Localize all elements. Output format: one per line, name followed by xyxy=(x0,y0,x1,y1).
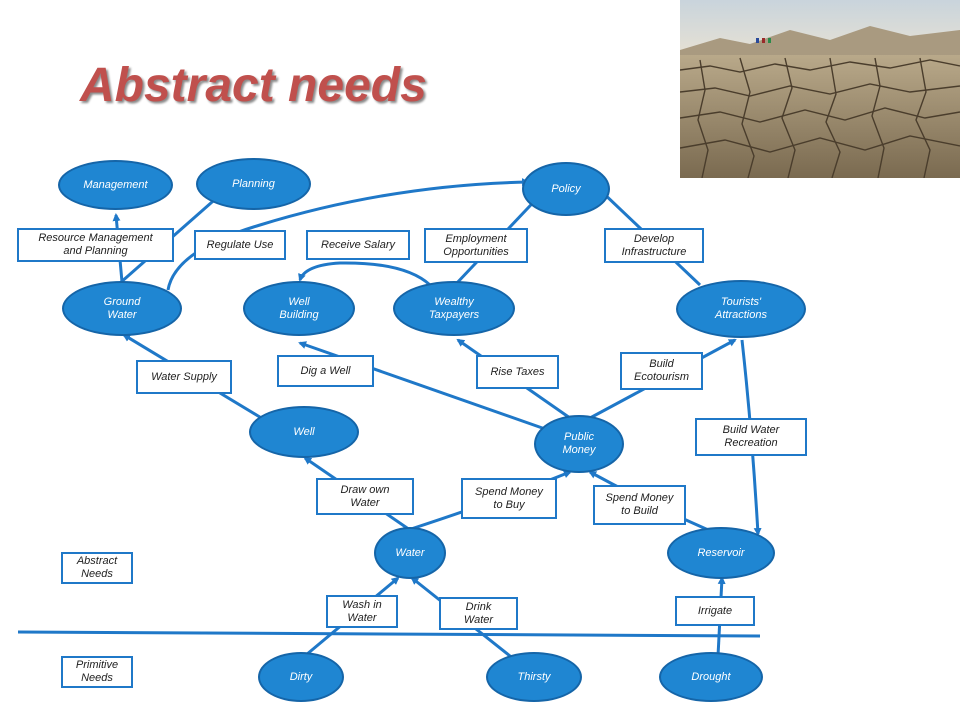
node-water: Water xyxy=(374,527,446,579)
edge-groundwater-policy xyxy=(166,178,530,291)
node-tourists-attractions: Tourists' Attractions xyxy=(676,280,806,338)
node-thirsty: Thirsty xyxy=(486,652,582,702)
label-drink-water: Drink Water xyxy=(439,597,518,630)
node-well: Well xyxy=(249,406,359,458)
legend-primitive-needs: Primitive Needs xyxy=(61,656,133,688)
label-spend-money-build: Spend Money to Build xyxy=(593,485,686,525)
needs-divider-line xyxy=(17,630,761,638)
label-spend-money-buy: Spend Money to Buy xyxy=(461,478,557,519)
cracked-earth-photo xyxy=(680,0,960,178)
label-resource-management: Resource Management and Planning xyxy=(17,228,174,262)
slide-title: Abstract needs xyxy=(80,59,427,112)
node-ground-water: Ground Water xyxy=(62,281,182,336)
label-regulate-use: Regulate Use xyxy=(194,230,286,260)
label-draw-own-water: Draw own Water xyxy=(316,478,414,515)
label-dig-a-well: Dig a Well xyxy=(277,355,374,387)
node-drought: Drought xyxy=(659,652,763,702)
legend-abstract-needs: Abstract Needs xyxy=(61,552,133,584)
node-planning: Planning xyxy=(196,158,311,210)
node-policy: Policy xyxy=(522,162,610,216)
label-rise-taxes: Rise Taxes xyxy=(476,355,559,389)
label-wash-in-water: Wash in Water xyxy=(326,595,398,628)
node-dirty: Dirty xyxy=(258,652,344,702)
node-management: Management xyxy=(58,160,173,210)
node-wealthy-taxpayers: Wealthy Taxpayers xyxy=(393,281,515,336)
label-water-supply: Water Supply xyxy=(136,360,232,394)
label-irrigate: Irrigate xyxy=(675,596,755,626)
edge-taxpayers-wellbuilding xyxy=(298,261,432,287)
label-develop-infrastructure: Develop Infrastructure xyxy=(604,228,704,263)
label-employment: Employment Opportunities xyxy=(424,228,528,263)
node-reservoir: Reservoir xyxy=(667,527,775,579)
node-well-building: Well Building xyxy=(243,281,355,336)
label-build-water-recreation: Build Water Recreation xyxy=(695,418,807,456)
node-public-money: Public Money xyxy=(534,415,624,473)
label-receive-salary: Receive Salary xyxy=(306,230,410,260)
label-build-ecotourism: Build Ecotourism xyxy=(620,352,703,390)
